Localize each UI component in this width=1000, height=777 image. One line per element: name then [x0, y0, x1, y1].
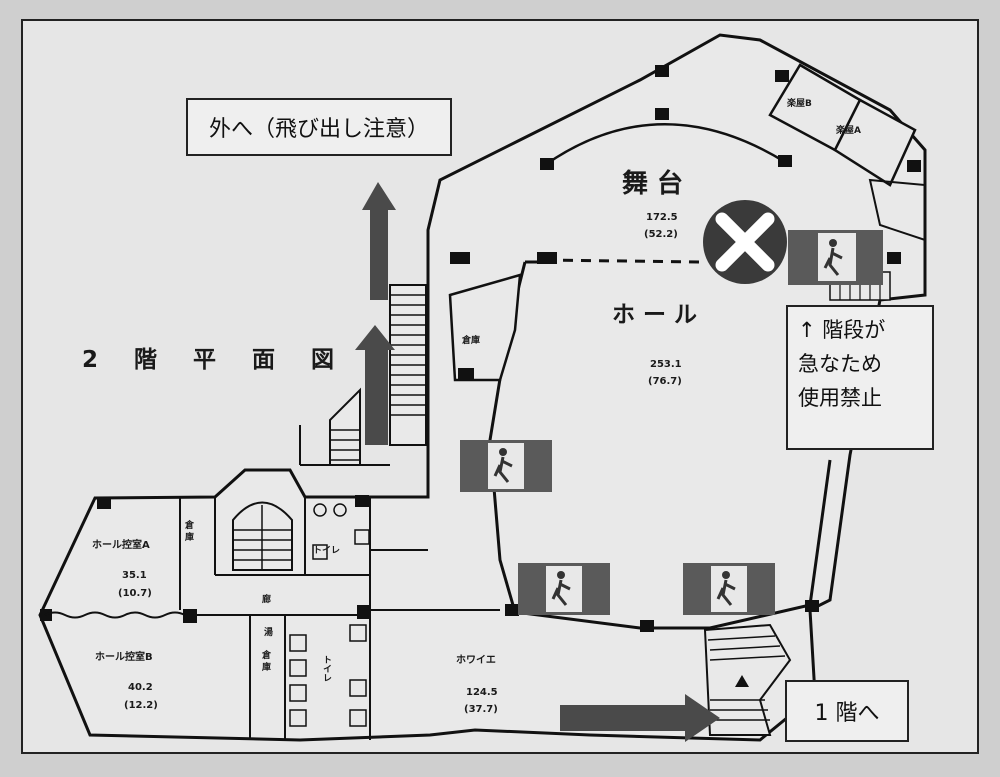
toilet-fixtures: [289, 503, 370, 727]
emergency-exit-sign-icon: [788, 230, 883, 285]
stairs-warning-line-3: 使用禁止: [798, 386, 882, 410]
stairs-to-first-floor: [703, 623, 792, 736]
hall-label: ホ ー ル: [612, 302, 697, 328]
stage-arc: [544, 123, 786, 167]
dressing-room-a: [833, 98, 917, 187]
waiting-room-a-label: ホール控室A: [92, 538, 150, 551]
waiting-room-a-area: 35.1: [122, 570, 147, 581]
storage-2-label: 倉 庫: [183, 519, 195, 542]
interior-walls: [179, 497, 500, 740]
emergency-exit-sign-icon: [518, 563, 610, 615]
central-stairs: [232, 501, 293, 571]
waiting-room-b-area: 40.2: [128, 682, 153, 693]
stage-label: 舞 台: [622, 168, 683, 199]
stairs-warning-line-1: ↑ 階段が: [798, 318, 886, 342]
stairs-warning-note: ↑ 階段が 急なため 使用禁止: [786, 305, 934, 450]
emergency-exit-sign-icon: [460, 440, 552, 492]
storage-1-label: 倉庫: [461, 334, 480, 346]
backstage-room: [868, 178, 926, 242]
to-first-floor-note: 1 階へ: [785, 680, 909, 742]
foyer-label: ホワイエ: [456, 654, 496, 666]
direction-arrow-icon: [560, 694, 720, 742]
stairs-warning-line-2: 急なため: [798, 352, 882, 376]
dressing-room-b-label: 楽屋B: [787, 97, 812, 109]
corridor-mark: 廊: [262, 593, 271, 605]
hot-water-label: 湯: [264, 626, 273, 638]
no-entry-cross-icon: [703, 200, 787, 284]
waiting-room-a-tsubo: (10.7): [118, 588, 152, 599]
outside-exit-note: 外へ（飛び出し注意）: [186, 98, 452, 156]
outside-stairs: [299, 284, 427, 466]
toilet-1-label: トイレ: [313, 545, 340, 556]
stage-area: 172.5: [646, 212, 678, 223]
storage-3-label: 倉 庫: [260, 649, 272, 672]
storage-room-1: [448, 273, 522, 382]
foyer-area: 124.5: [466, 687, 498, 698]
hall-tsubo: (76.7): [648, 376, 682, 387]
waiting-room-b-tsubo: (12.2): [124, 700, 158, 711]
stage-tsubo: (52.2): [644, 229, 678, 240]
emergency-exit-sign-icon: [683, 563, 775, 615]
movable-partition: [44, 611, 186, 619]
hall-area: 253.1: [650, 359, 682, 370]
foyer-tsubo: (37.7): [464, 704, 498, 715]
direction-arrow-icon: [355, 182, 396, 445]
plan-title: 2 階 平 面 図: [82, 347, 349, 373]
stage-edge-dashed: [544, 258, 701, 264]
dressing-room-a-label: 楽屋A: [836, 124, 861, 136]
waiting-room-b-label: ホール控室B: [95, 650, 153, 663]
toilet-2-label: トイレ: [321, 655, 332, 682]
